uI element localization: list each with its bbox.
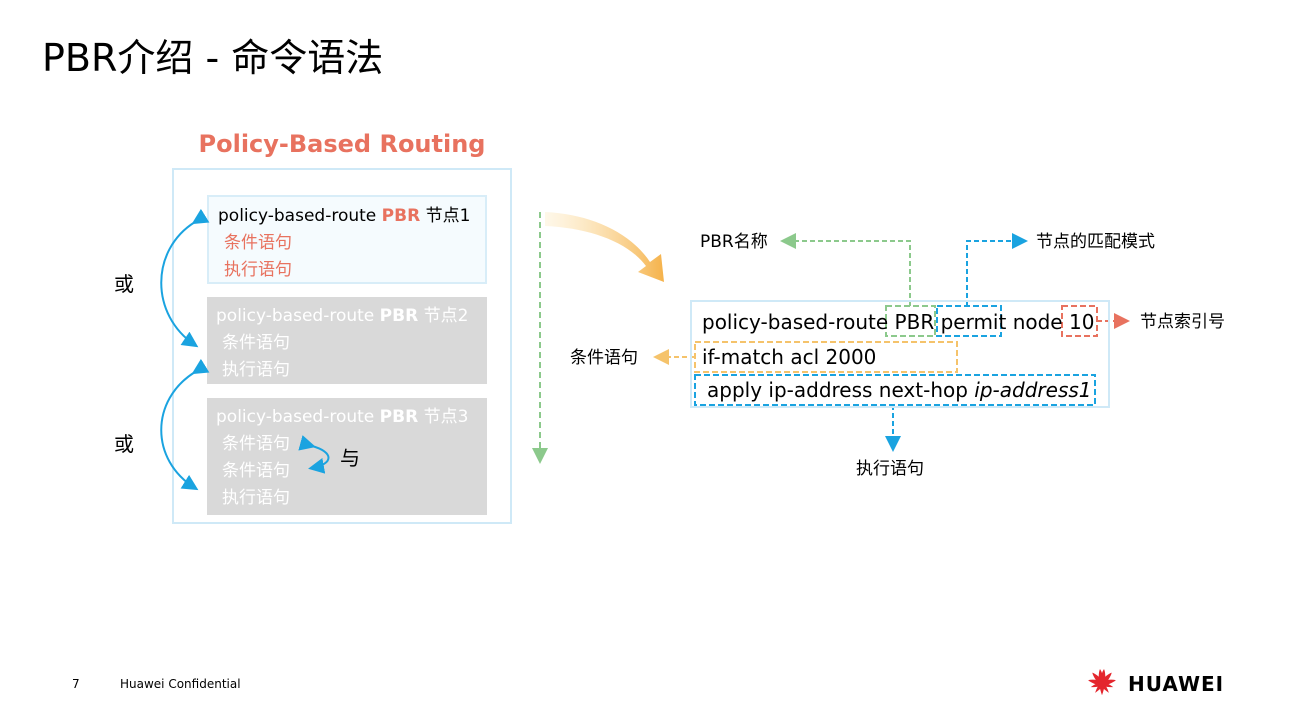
node-3-action: 执行语句 <box>222 488 290 508</box>
pbr-node-2: policy-based-route PBR 节点2 条件语句 执行语句 <box>207 297 487 384</box>
cmd-node-index: 10 <box>1068 310 1095 334</box>
cmd-apply: apply ip-address next-hop <box>707 378 975 402</box>
pbr-name-leader <box>780 233 911 306</box>
cmd-prefix: policy-based-route <box>702 310 889 334</box>
and-label: 与 <box>340 446 360 470</box>
pbr-name-highlight <box>885 305 936 337</box>
node-3-condition-1: 条件语句 <box>222 434 290 454</box>
command-box <box>690 300 1110 408</box>
and-arrow <box>298 435 330 474</box>
node-2-pbr-tag: PBR <box>379 306 419 326</box>
node-1-prefix: policy-based-route <box>218 206 382 226</box>
node-index-annotation: 节点索引号 <box>1140 312 1225 332</box>
node-2-condition: 条件语句 <box>222 333 290 353</box>
pbr-container <box>172 168 512 524</box>
command-line-3: apply ip-address next-hop ip-address1 <box>707 377 1092 403</box>
match-mode-leader <box>966 233 1028 306</box>
or-label-2: 或 <box>114 432 134 456</box>
cmd-node-keyword: node <box>1012 310 1063 334</box>
or-arrow-lower <box>160 358 210 491</box>
node-2-action: 执行语句 <box>222 360 290 380</box>
left-panel-heading: Policy-Based Routing <box>198 130 486 158</box>
big-transition-arrow <box>545 212 664 282</box>
node-2-suffix: 节点2 <box>418 306 469 326</box>
page-title: PBR介绍 - 命令语法 <box>42 36 384 80</box>
permit-highlight <box>936 305 1002 337</box>
node-3-prefix: policy-based-route <box>216 407 380 427</box>
condition-annotation: 条件语句 <box>570 348 638 368</box>
node-1-suffix: 节点1 <box>420 206 471 226</box>
node-3-condition-2: 条件语句 <box>222 461 290 481</box>
node-3-pbr-tag: PBR <box>379 407 419 427</box>
or-arrow-upper <box>160 208 210 348</box>
node-1-action: 执行语句 <box>224 260 292 280</box>
cmd-match-mode: permit <box>940 310 1007 334</box>
command-line-1: policy-based-route PBR permit node 10 <box>702 309 1094 335</box>
node-2-prefix: policy-based-route <box>216 306 380 326</box>
pbr-name-annotation: PBR名称 <box>700 232 768 252</box>
pbr-node-3: policy-based-route PBR 节点3 条件语句 条件语句 执行语… <box>207 398 487 515</box>
apply-highlight <box>694 374 1096 406</box>
confidential-label: Huawei Confidential <box>120 677 241 691</box>
action-annotation: 执行语句 <box>856 459 924 479</box>
cmd-pbr-name: PBR <box>894 310 935 334</box>
brand-name: HUAWEI <box>1128 672 1225 696</box>
node-1-condition: 条件语句 <box>224 233 292 253</box>
pbr-node-1: policy-based-route PBR 节点1 条件语句 执行语句 <box>207 195 487 284</box>
cmd-apply-arg: ip-address1 <box>974 378 1092 402</box>
match-mode-annotation: 节点的匹配模式 <box>1036 232 1155 252</box>
command-line-2: if-match acl 2000 <box>702 345 877 369</box>
node-1-pbr-tag: PBR <box>381 206 421 226</box>
page-number: 7 <box>72 677 80 691</box>
or-label-1: 或 <box>114 272 134 296</box>
node-3-suffix: 节点3 <box>418 407 469 427</box>
huawei-logo-icon <box>1088 669 1116 695</box>
